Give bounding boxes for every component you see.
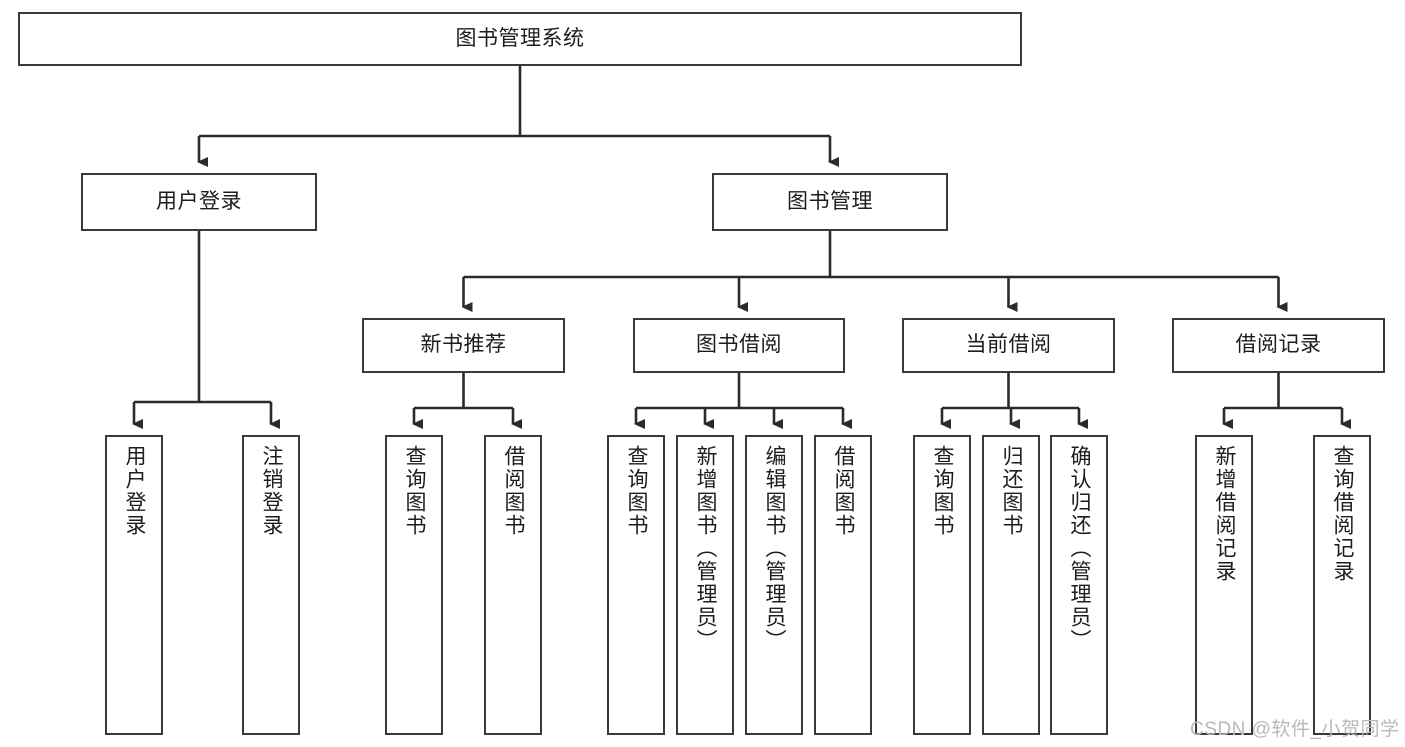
node-level2-2-label: 当前借阅 — [965, 333, 1052, 357]
node-leaf-3[interactable]: 借阅图书 — [484, 435, 542, 735]
node-leaf-5[interactable]: 新增图书（管理员） — [676, 435, 734, 735]
node-leaf-0-label: 用户登录 — [123, 445, 147, 537]
node-level2-1-label: 图书借阅 — [696, 333, 782, 357]
node-leaf-9[interactable]: 归还图书 — [982, 435, 1040, 735]
node-leaf-6-label: 编辑图书（管理员） — [763, 445, 787, 652]
node-level2-2[interactable]: 当前借阅 — [902, 318, 1115, 373]
node-leaf-10[interactable]: 确认归还（管理员） — [1050, 435, 1108, 735]
node-leaf-8[interactable]: 查询图书 — [913, 435, 971, 735]
csdn-watermark: CSDN @软件_小贺同学 — [1190, 719, 1400, 740]
node-leaf-12[interactable]: 查询借阅记录 — [1313, 435, 1371, 735]
node-root[interactable]: 图书管理系统 — [18, 12, 1022, 66]
node-leaf-2[interactable]: 查询图书 — [385, 435, 443, 735]
node-level1-1[interactable]: 图书管理 — [712, 173, 948, 231]
node-leaf-2-label: 查询图书 — [403, 445, 427, 537]
node-level1-0-label: 用户登录 — [156, 189, 242, 213]
node-leaf-11-label: 新增借阅记录 — [1213, 445, 1237, 583]
node-leaf-3-label: 借阅图书 — [502, 445, 526, 537]
node-leaf-10-label: 确认归还（管理员） — [1068, 445, 1092, 652]
node-leaf-8-label: 查询图书 — [931, 445, 955, 537]
node-leaf-7[interactable]: 借阅图书 — [814, 435, 872, 735]
node-level2-3[interactable]: 借阅记录 — [1172, 318, 1385, 373]
node-leaf-9-label: 归还图书 — [1000, 445, 1024, 537]
node-root-label: 图书管理系统 — [455, 26, 585, 50]
node-leaf-11[interactable]: 新增借阅记录 — [1195, 435, 1253, 735]
node-level2-0-label: 新书推荐 — [420, 333, 507, 357]
node-leaf-12-label: 查询借阅记录 — [1331, 445, 1355, 583]
node-level1-1-label: 图书管理 — [787, 189, 873, 213]
node-level2-3-label: 借阅记录 — [1235, 333, 1322, 357]
node-leaf-1[interactable]: 注销登录 — [242, 435, 300, 735]
node-leaf-4[interactable]: 查询图书 — [607, 435, 665, 735]
node-level2-1[interactable]: 图书借阅 — [633, 318, 845, 373]
node-leaf-5-label: 新增图书（管理员） — [694, 445, 718, 652]
node-leaf-6[interactable]: 编辑图书（管理员） — [745, 435, 803, 735]
node-leaf-7-label: 借阅图书 — [832, 445, 856, 537]
node-leaf-4-label: 查询图书 — [625, 445, 649, 537]
node-level2-0[interactable]: 新书推荐 — [362, 318, 565, 373]
node-leaf-0[interactable]: 用户登录 — [105, 435, 163, 735]
node-level1-0[interactable]: 用户登录 — [81, 173, 317, 231]
node-leaf-1-label: 注销登录 — [260, 445, 284, 537]
